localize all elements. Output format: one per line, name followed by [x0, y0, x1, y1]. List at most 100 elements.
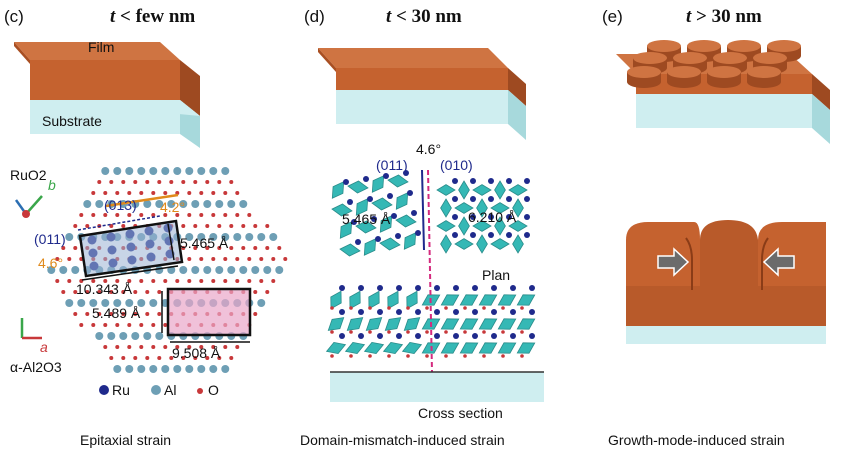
ru-atom	[452, 214, 458, 220]
al-atom	[215, 200, 224, 208]
ru-atom	[377, 309, 383, 315]
al-atom	[59, 266, 68, 274]
o-atom	[115, 323, 120, 327]
panel-e-heading: t > 30 nm	[686, 6, 762, 27]
o-atom	[79, 213, 84, 217]
o-atom	[61, 246, 66, 250]
ru-atom	[524, 214, 530, 220]
al-atom	[131, 332, 140, 340]
al-atom	[101, 299, 110, 307]
ru-atom	[453, 333, 459, 339]
panel-e-tag: (e)	[602, 7, 623, 26]
ru-atom	[415, 230, 421, 236]
al-atom	[221, 167, 230, 175]
ru-atom	[529, 333, 535, 339]
o-atom	[85, 224, 90, 228]
panel-e-heading-rest: > 30 nm	[691, 6, 762, 27]
al-atom	[137, 167, 146, 175]
ru-atom	[396, 285, 402, 291]
o-atom	[265, 290, 270, 294]
dim-6210-d: 6.210 Å	[468, 209, 517, 225]
o-atom	[127, 345, 132, 349]
o-atom	[103, 279, 108, 283]
o-atom	[205, 224, 210, 228]
o-atom	[217, 180, 222, 184]
ru-atom	[415, 309, 421, 315]
o-atom	[406, 330, 410, 334]
panel-c-heading: t < few nm	[110, 6, 195, 27]
al-atom	[149, 167, 158, 175]
ru-atom	[491, 285, 497, 291]
arrow-left-icon	[762, 247, 795, 277]
o-atom	[387, 306, 391, 310]
o-atom	[406, 306, 410, 310]
o-atom	[253, 224, 258, 228]
ru-atom	[470, 196, 476, 202]
o-atom	[187, 213, 192, 217]
o-atom	[229, 180, 234, 184]
al-atom	[233, 233, 242, 241]
atom-legend: Ru Al O	[99, 382, 219, 398]
o-atom	[139, 345, 144, 349]
octahedron	[379, 215, 393, 233]
al-atom	[209, 167, 218, 175]
o-atom	[121, 180, 126, 184]
o-atom	[181, 224, 186, 228]
panel-d-heading: t < 30 nm	[386, 6, 462, 27]
island-top	[627, 66, 661, 78]
o-atom	[387, 330, 391, 334]
al-atom	[227, 200, 236, 208]
o-atom	[349, 354, 353, 358]
ru-atom	[339, 333, 345, 339]
o-atom	[193, 356, 198, 360]
ru-atom	[472, 285, 478, 291]
o-atom	[181, 246, 186, 250]
o-atom	[103, 213, 108, 217]
o-atom	[109, 356, 114, 360]
octahedron	[512, 234, 524, 254]
island-top	[707, 66, 741, 78]
octahedron	[371, 175, 385, 193]
ru-atom	[377, 285, 383, 291]
octahedron	[395, 192, 409, 210]
octahedron	[379, 237, 401, 251]
ruo2-label: RuO2	[10, 167, 47, 183]
al-atom	[251, 266, 260, 274]
octahedron	[355, 198, 369, 216]
octahedron	[516, 342, 536, 354]
o-atom	[145, 356, 150, 360]
o-atom	[271, 279, 276, 283]
octahedron	[458, 180, 470, 200]
o-atom	[217, 356, 222, 360]
al-atom	[125, 299, 134, 307]
ru-atom	[387, 193, 393, 199]
island-top	[753, 52, 787, 64]
o-atom	[139, 213, 144, 217]
ru-atom	[407, 190, 413, 196]
o-atom	[211, 257, 216, 261]
island-top	[687, 40, 721, 52]
alumina-label: α-Al2O3	[10, 359, 62, 375]
octahedron	[459, 318, 479, 330]
al-atom	[209, 233, 218, 241]
al-atom	[191, 266, 200, 274]
al-atom	[173, 365, 182, 373]
o-atom	[235, 345, 240, 349]
al-atom	[83, 200, 92, 208]
substrate-front-face-d	[336, 90, 508, 124]
ru-atom	[488, 178, 494, 184]
o-atom	[259, 257, 264, 261]
al-atom	[227, 266, 236, 274]
al-atom	[125, 167, 134, 175]
al-atom	[113, 167, 122, 175]
o-atom	[241, 246, 246, 250]
o-atom	[175, 213, 180, 217]
axis-b-label: b	[48, 177, 56, 193]
ru-atom	[434, 309, 440, 315]
octahedron	[490, 202, 510, 214]
o-atom	[217, 246, 222, 250]
o-atom	[73, 224, 78, 228]
film-label: Film	[88, 39, 114, 55]
octahedron	[403, 232, 417, 250]
ru-atom	[343, 179, 349, 185]
